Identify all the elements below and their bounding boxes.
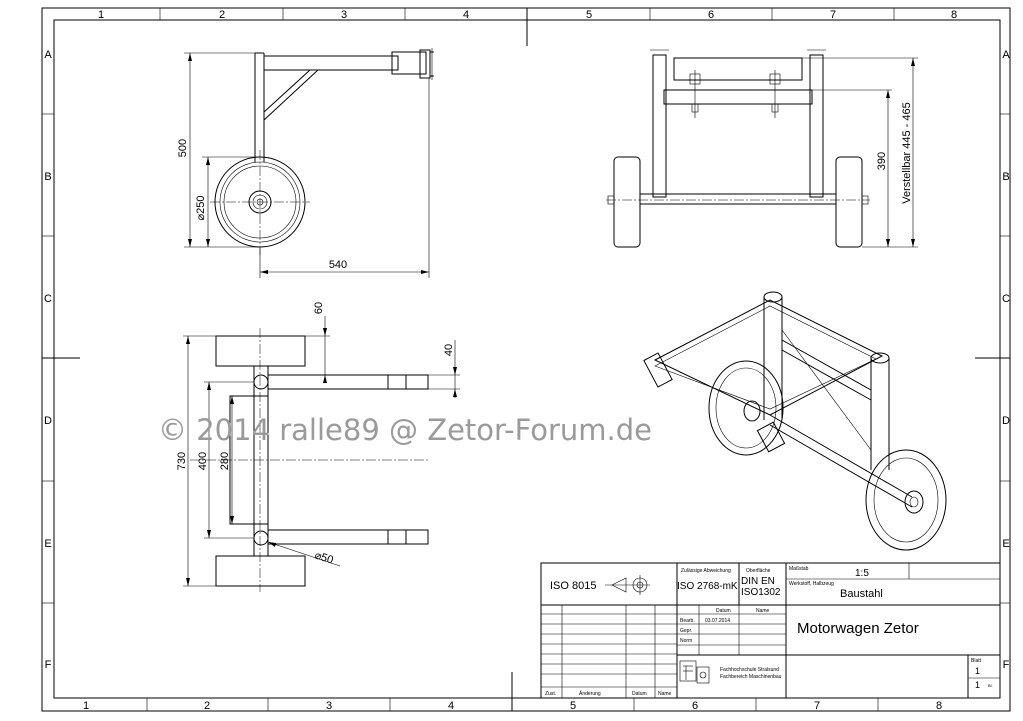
institution-1: Fachhochschule Stralsund xyxy=(720,667,779,673)
rev-date: Datum xyxy=(632,691,647,697)
name-header: Name xyxy=(756,608,770,614)
drawing-title: Motorwagen Zetor xyxy=(797,620,919,637)
row-label: B xyxy=(1002,171,1009,183)
row-label: E xyxy=(1002,538,1009,550)
row-label: B xyxy=(44,171,51,183)
row-gepr: Gepr. xyxy=(680,628,692,634)
title-block: ISO 8015 Zulässige Abweichung ISO 2768-m… xyxy=(540,562,1001,699)
column-labels-top: 1 2 3 4 5 6 7 8 xyxy=(98,9,957,21)
col-label: 5 xyxy=(586,9,592,21)
col-label: 6 xyxy=(692,700,698,712)
scale-label: Maßstab xyxy=(789,566,809,572)
scale-value: 1:5 xyxy=(855,568,869,579)
col-label: 5 xyxy=(570,700,576,712)
col-label: 2 xyxy=(219,9,225,21)
col-label: 1 xyxy=(83,700,89,712)
institution-2: Fachbereich Maschinenbau xyxy=(720,674,782,680)
col-label: 3 xyxy=(341,9,347,21)
dim-adjustable: Verstellbar 445 - 465 xyxy=(901,102,913,204)
drawing-frame xyxy=(41,7,1011,712)
dim-500: 500 xyxy=(177,139,189,157)
col-label: 2 xyxy=(204,700,210,712)
iso-general: ISO 8015 xyxy=(550,580,596,592)
surface-value-2: ISO1302 xyxy=(741,587,781,598)
row-label: E xyxy=(44,538,51,550)
col-label: 7 xyxy=(814,700,820,712)
dim-40: 40 xyxy=(443,344,455,356)
col-label: 6 xyxy=(708,9,714,21)
date-bearb: 03.07.2014 xyxy=(705,618,730,624)
row-labels-right: A B C D E F xyxy=(1002,49,1010,671)
col-label: 3 xyxy=(326,700,332,712)
sheet-value: 1 xyxy=(975,666,980,676)
row-label: C xyxy=(1002,293,1010,305)
dim-540: 540 xyxy=(329,259,347,271)
isometric-view xyxy=(643,291,947,551)
dim-400: 400 xyxy=(197,452,209,470)
front-view: 390 Verstellbar 445 - 465 xyxy=(606,49,918,248)
col-label: 4 xyxy=(463,9,469,21)
col-label: 4 xyxy=(448,700,454,712)
col-label: 8 xyxy=(951,9,957,21)
rev-change: Änderung xyxy=(579,690,601,697)
row-label: D xyxy=(44,415,52,427)
rev-name: Name xyxy=(658,691,672,697)
tolerance-value: ISO 2768-mK xyxy=(677,581,738,592)
dim-60: 60 xyxy=(313,302,325,314)
row-label: F xyxy=(45,659,52,671)
projection-symbol-icon xyxy=(605,575,650,595)
material-value: Baustahl xyxy=(840,588,883,600)
institution-logo-icon xyxy=(679,660,710,684)
dim-280: 280 xyxy=(219,452,231,470)
row-norm: Norm xyxy=(680,638,692,644)
row-bearb: Bearb. xyxy=(680,618,695,624)
col-label: 8 xyxy=(936,700,942,712)
date-header: Datum xyxy=(716,608,731,614)
col-label: 1 xyxy=(98,9,104,21)
column-labels-bottom: 1 2 3 4 5 6 7 8 xyxy=(83,700,942,712)
material-label: Werkstoff, Halbzeug xyxy=(789,581,834,587)
col-label: 7 xyxy=(830,9,836,21)
sheet-total: 1 xyxy=(975,680,980,690)
row-labels-left: A B C D E F xyxy=(44,49,52,671)
sheet-label: Blatt xyxy=(971,658,982,664)
row-label: A xyxy=(1002,49,1010,61)
top-view: 60 40 730 400 280 ⌀50 xyxy=(176,302,460,592)
row-label: F xyxy=(1003,659,1010,671)
dim-250: ⌀250 xyxy=(195,196,207,221)
surface-label: Oberfläche xyxy=(746,568,771,574)
surface-value-1: DIN EN xyxy=(741,576,775,587)
rev-zust: Zust. xyxy=(545,691,556,697)
row-label: C xyxy=(44,293,52,305)
watermark: © 2014 ralle89 @ Zetor-Forum.de xyxy=(158,413,652,447)
dim-50: ⌀50 xyxy=(313,549,335,566)
dim-730: 730 xyxy=(176,452,188,470)
sheet-unit: Bl. xyxy=(988,683,993,688)
tolerance-label: Zulässige Abweichung xyxy=(681,568,731,574)
row-label: D xyxy=(1002,415,1010,427)
row-label: A xyxy=(44,49,52,61)
dim-390: 390 xyxy=(876,152,888,170)
side-view: 500 ⌀250 540 xyxy=(177,48,434,278)
